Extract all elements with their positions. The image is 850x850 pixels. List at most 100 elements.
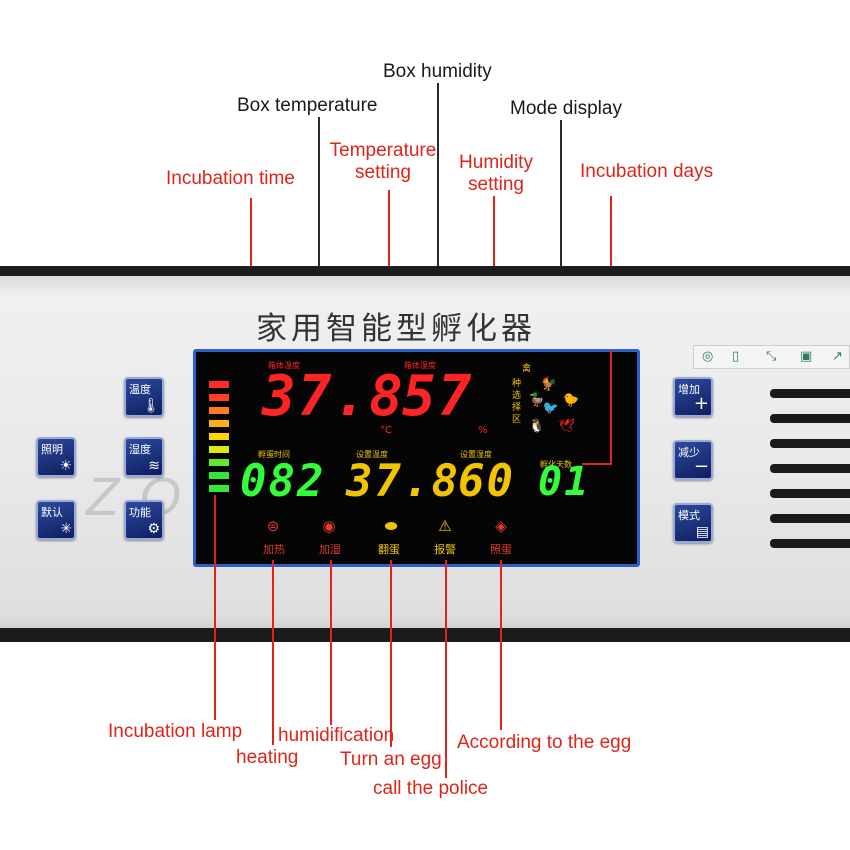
humidity-button[interactable]: 湿度 ≋ xyxy=(124,437,164,477)
humidity-icon: ≋ xyxy=(148,458,160,474)
heating-label: heating xyxy=(236,747,299,768)
lighting-button[interactable]: 照明 ☀ xyxy=(36,437,76,477)
vent-slot xyxy=(770,514,850,523)
humidity-unit: % xyxy=(478,425,488,436)
heating-leader xyxy=(272,560,274,745)
vent-slot xyxy=(770,539,850,548)
mode-char: 区 xyxy=(512,415,522,425)
warning-icon: ⚠ xyxy=(438,518,452,535)
incubation-time-value: 082 xyxy=(240,456,326,507)
vent-slot xyxy=(770,489,850,498)
mode-button[interactable]: 模式 ▤ xyxy=(673,503,713,543)
temperature-button-label: 温度 xyxy=(129,383,151,396)
incubation-days-leader-over-lcd xyxy=(610,350,612,464)
mode-icon: ▤ xyxy=(695,524,709,540)
increase-button-label: 增加 xyxy=(678,383,700,396)
lcd-incubation-days-label: 孵化天数 xyxy=(540,460,572,469)
gear-icon: ⚙ xyxy=(147,521,160,537)
lamp-bar-segment xyxy=(209,407,229,414)
droplet-icon: ◉ xyxy=(322,518,336,535)
box-temperature-label: Box temperature xyxy=(237,95,378,116)
bird-icon: 🕊 xyxy=(558,418,576,433)
lamp-bar-segment xyxy=(209,381,229,388)
search-circle-icon[interactable]: ◎ xyxy=(702,349,714,364)
mode-char: 选 xyxy=(512,391,522,401)
lamp-bar-segment xyxy=(209,446,229,453)
lamp-bar-segment xyxy=(209,394,229,401)
incubation-lamp-leader xyxy=(214,495,216,720)
temp-unit: °C xyxy=(380,425,392,436)
lcd-set-temp-label: 设置温度 xyxy=(356,450,388,459)
incubation-days-label: Incubation days xyxy=(580,161,714,182)
temperature-setting-line1: Temperature xyxy=(329,140,437,161)
thermometer-icon: 🌡 xyxy=(142,398,160,414)
set-humidity-value: 60 xyxy=(458,456,515,507)
lcd-box-temp-label: 箱体温度 xyxy=(268,361,300,370)
panel-title: 家用智能型孵化器 xyxy=(256,311,536,347)
mode-char: 禽 xyxy=(522,364,532,374)
incubation-days-connector xyxy=(582,463,612,465)
minus-icon: − xyxy=(693,456,709,477)
duck-icon: 🦆 xyxy=(528,392,546,407)
chicken-icon: 🐓 xyxy=(540,376,558,391)
temperature-setting-label: Temperature setting xyxy=(318,140,448,184)
turn-egg-status-label: 翻蛋 xyxy=(378,543,400,556)
humidify-status-label: 加湿 xyxy=(319,543,341,556)
alarm-leader xyxy=(445,560,447,778)
humidity-setting-label: Humidity setting xyxy=(445,152,547,196)
plus-icon: + xyxy=(693,393,709,414)
goose-icon: 🐤 xyxy=(562,392,580,407)
vent-slot xyxy=(770,439,850,448)
box-humidity-value: 57 xyxy=(402,364,474,429)
sun-icon: ☀ xyxy=(59,458,72,474)
humidity-setting-line2: setting xyxy=(468,174,524,195)
box-temp-value: 37.8 xyxy=(262,364,405,429)
mode-button-label: 模式 xyxy=(678,509,700,522)
lamp-bar-segment xyxy=(209,433,229,440)
decrease-button[interactable]: 减少 − xyxy=(673,440,713,480)
mode-display-leader xyxy=(560,120,562,375)
lamp-bar-segment xyxy=(209,420,229,427)
turn-egg-label: Turn an egg xyxy=(340,749,442,770)
box-temperature-leader xyxy=(318,117,320,377)
incubation-time-label: Incubation time xyxy=(166,168,295,189)
incubation-lamp-label: Incubation lamp xyxy=(108,721,243,742)
box-humidity-label: Box humidity xyxy=(383,61,492,82)
lcd-box-humidity-label: 箱体湿度 xyxy=(404,361,436,370)
lamp-bar-segment xyxy=(209,459,229,466)
egg-turn-icon: ⬬ xyxy=(384,518,398,535)
lighting-button-label: 照明 xyxy=(41,443,63,456)
phone-icon[interactable]: ▯ xyxy=(732,349,740,364)
heating-status-label: 加热 xyxy=(263,543,285,556)
set-temp-value: 37.8 xyxy=(346,456,460,507)
share-icon[interactable]: ↗ xyxy=(832,349,843,364)
image-toolbar: ◎ ▯ ⤡ ▣ ↗ xyxy=(693,345,850,369)
function-button-label: 功能 xyxy=(129,506,151,519)
incubation-days-value: 01 xyxy=(538,459,591,505)
lcd-display xyxy=(193,349,640,567)
turn-egg-leader xyxy=(390,560,392,747)
decrease-button-label: 减少 xyxy=(678,446,700,459)
temperature-button[interactable]: 温度 🌡 xyxy=(124,377,164,417)
vent-slot xyxy=(770,464,850,473)
humidity-button-label: 湿度 xyxy=(129,443,151,456)
heating-icon: ⊜ xyxy=(266,518,280,535)
fullscreen-icon[interactable]: ⤡ xyxy=(766,349,777,364)
default-button-label: 默认 xyxy=(41,506,63,519)
lamp-bar-segment xyxy=(209,472,229,479)
egg-candling-status-label: 照蛋 xyxy=(490,543,512,556)
lcd-set-humidity-label: 设置湿度 xyxy=(460,450,492,459)
default-button[interactable]: 默认 ✳ xyxy=(36,500,76,540)
vent-slot xyxy=(770,414,850,423)
save-icon[interactable]: ▣ xyxy=(800,349,813,364)
vent-slot xyxy=(770,389,850,398)
mode-char: 种 xyxy=(512,379,522,389)
temperature-setting-line2: setting xyxy=(355,162,411,183)
humidification-leader xyxy=(330,560,332,725)
alarm-status-label: 报警 xyxy=(434,543,456,556)
call-police-label: call the police xyxy=(373,778,489,799)
function-button[interactable]: 功能 ⚙ xyxy=(124,500,164,540)
humidification-label: humidification xyxy=(278,725,395,746)
pigeon-icon: 🐦 xyxy=(542,400,560,415)
increase-button[interactable]: 增加 + xyxy=(673,377,713,417)
